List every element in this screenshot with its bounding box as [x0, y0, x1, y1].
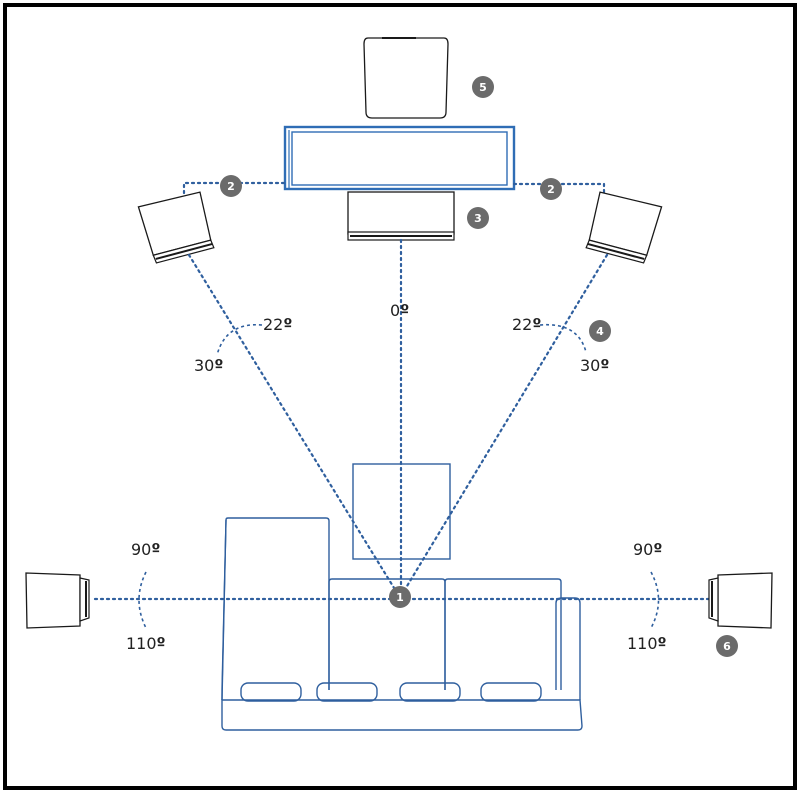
angle-label-front-left-30: 30º	[194, 356, 223, 375]
angle-label-front-right-30: 30º	[580, 356, 609, 375]
front-left-guide-line	[182, 181, 287, 195]
svg-text:3: 3	[474, 212, 482, 225]
angle-label-side-right-110: 110º	[627, 634, 667, 653]
surround-right-speaker	[708, 572, 773, 629]
badge-front-right: 2	[540, 178, 562, 200]
svg-text:6: 6	[723, 640, 731, 653]
svg-text:2: 2	[547, 183, 555, 196]
badge-surround-right: 6	[716, 635, 738, 657]
front-left-speaker	[137, 191, 215, 264]
svg-text:2: 2	[227, 180, 235, 193]
angle-label-front-right-22: 22º	[512, 315, 541, 334]
svg-text:4: 4	[596, 325, 604, 338]
badge-center-speaker: 3	[467, 207, 489, 229]
angle-label-center-0: 0º	[390, 301, 409, 320]
front-right-arc	[539, 323, 587, 353]
subwoofer	[363, 37, 449, 119]
surround-left-speaker	[25, 572, 90, 629]
tv	[283, 125, 516, 191]
angle-label-side-left-90: 90º	[131, 540, 160, 559]
svg-text:5: 5	[479, 81, 487, 94]
sofa	[221, 517, 583, 731]
svg-text:1: 1	[396, 591, 404, 604]
front-right-speaker	[585, 191, 663, 264]
front-left-line	[187, 253, 401, 598]
badge-subwoofer: 5	[472, 76, 494, 98]
center-speaker	[347, 191, 455, 241]
angle-label-side-left-110: 110º	[126, 634, 166, 653]
front-right-line	[399, 253, 609, 598]
front-left-arc	[216, 323, 263, 356]
badge-listener: 1	[389, 586, 411, 608]
badge-front-left: 2	[220, 175, 242, 197]
angle-label-side-right-90: 90º	[633, 540, 662, 559]
badge-front-right-angle: 4	[589, 320, 611, 342]
angle-label-front-left-22: 22º	[263, 315, 292, 334]
